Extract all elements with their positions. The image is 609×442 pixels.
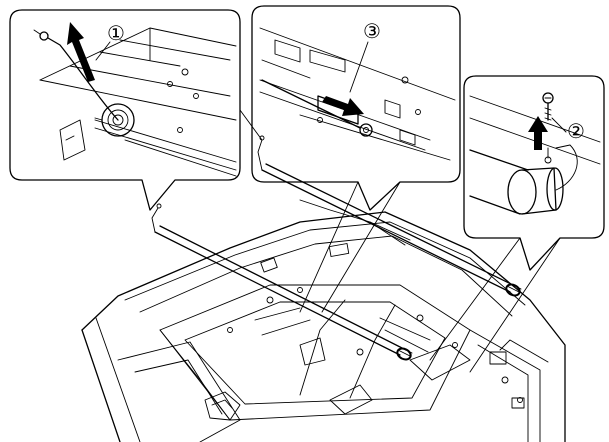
callout-1-panel: ① (9, 9, 241, 211)
machine-frame (81, 211, 566, 442)
arrow-up-icon (67, 22, 95, 82)
lamp-cable (299, 199, 411, 241)
callout-label-1: ① (107, 21, 125, 45)
arrow-up-icon (528, 116, 548, 150)
arrow-right-icon (322, 96, 364, 116)
callout-label-3: ③ (363, 19, 381, 43)
lamp-upper (257, 135, 522, 297)
callout-3-panel: ③ (251, 5, 461, 211)
callout-label-2: ② (567, 119, 585, 143)
callout-2-panel: ② (463, 75, 605, 271)
lamp-lower (151, 203, 413, 361)
